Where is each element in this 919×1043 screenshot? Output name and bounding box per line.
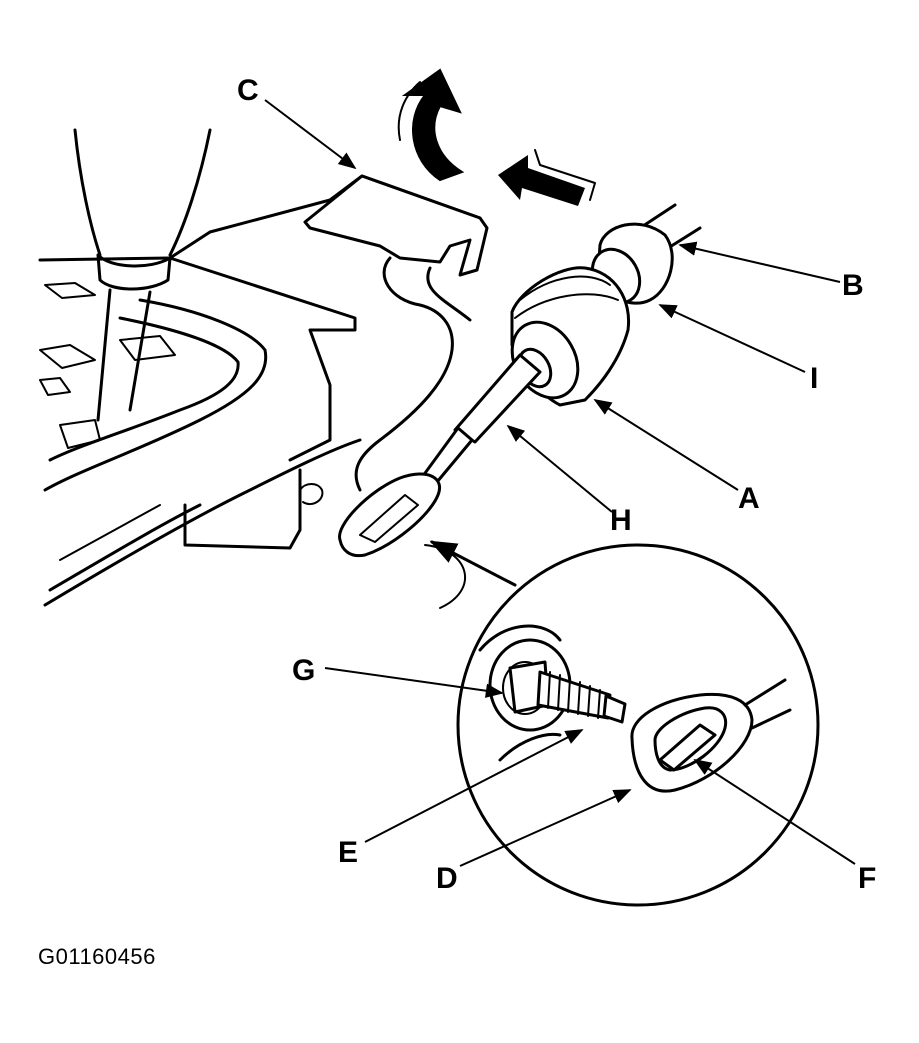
- label-c: C: [237, 74, 259, 107]
- leader-c: [264, 99, 357, 170]
- leader-h: [506, 424, 613, 513]
- label-d: D: [436, 862, 458, 895]
- leader-g: [324, 667, 504, 698]
- label-e: E: [338, 836, 358, 869]
- leader-i: [658, 304, 806, 373]
- figure-id: G01160456: [38, 944, 156, 969]
- leader-d: [459, 789, 632, 867]
- leader-lines: [264, 99, 856, 867]
- leader-b: [678, 241, 841, 283]
- shift-lever-housing: [38, 128, 482, 607]
- label-f: F: [858, 862, 876, 895]
- label-g: G: [292, 654, 315, 687]
- leader-e: [364, 729, 584, 843]
- cable-assembly: [338, 203, 702, 558]
- cable-bracket: [303, 174, 489, 492]
- rotate-direction-arrow: [397, 68, 465, 182]
- label-i: I: [810, 362, 818, 395]
- callout-labels: C B I A H G E D F: [237, 74, 876, 895]
- leader-f: [693, 759, 856, 865]
- push-direction-arrow: [498, 149, 596, 206]
- leader-a: [593, 399, 739, 491]
- label-b: B: [842, 269, 864, 302]
- detail-magnifier: [424, 540, 820, 907]
- label-h: H: [610, 504, 632, 537]
- label-a: A: [738, 482, 760, 515]
